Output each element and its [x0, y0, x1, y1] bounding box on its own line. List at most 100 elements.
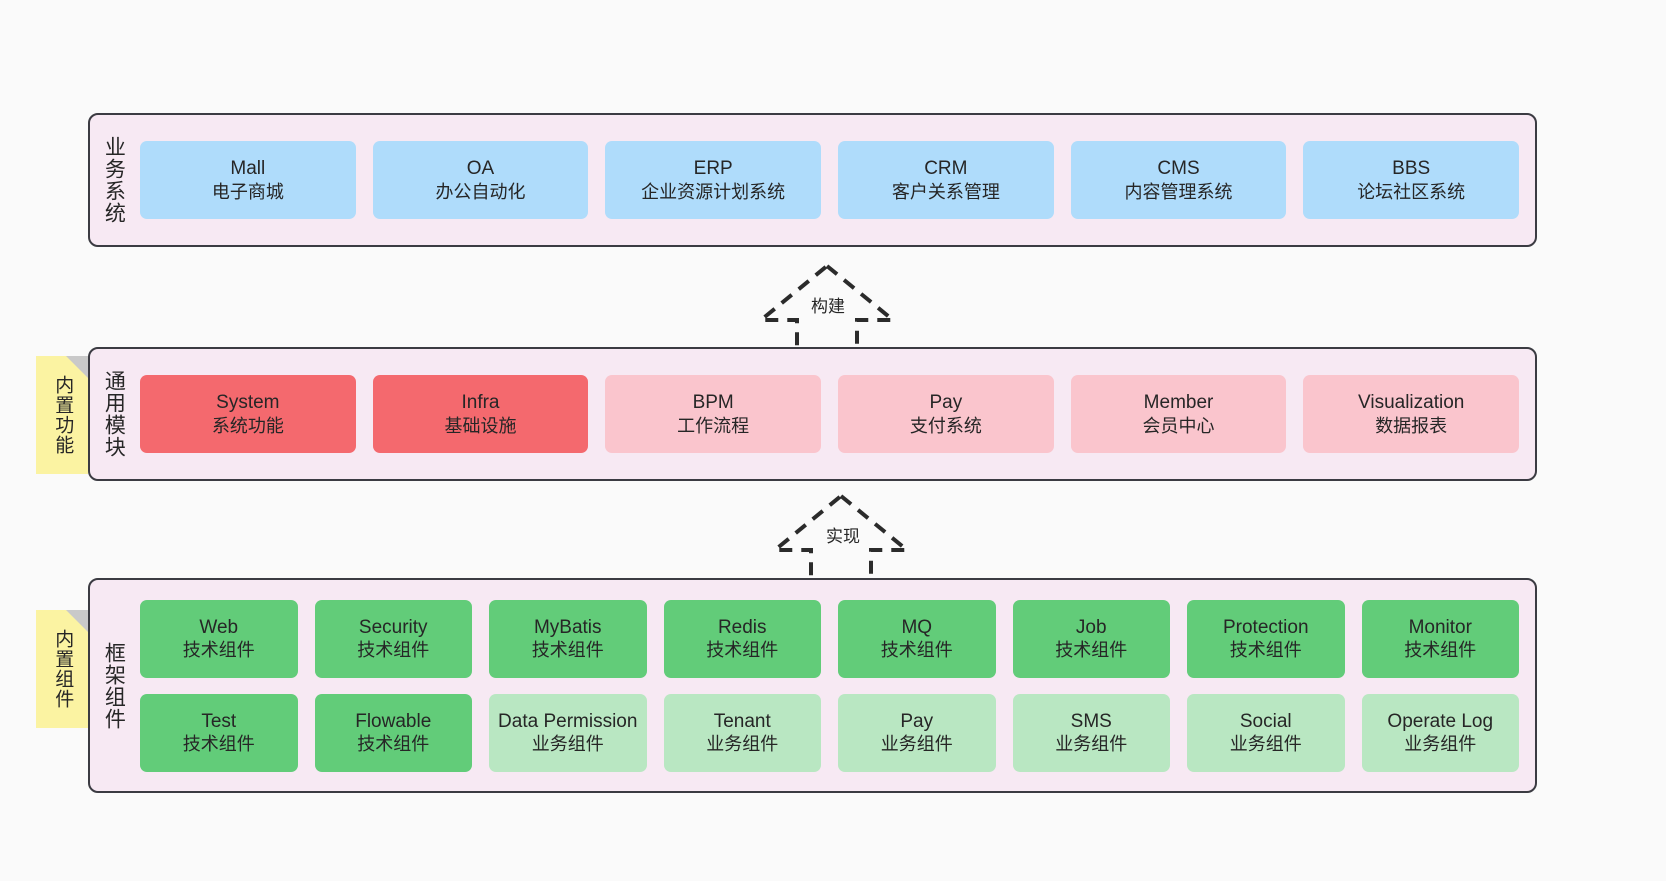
connector-build-label: 构建 [809, 292, 847, 317]
card-crm[interactable]: CRM 客户关系管理 [838, 141, 1054, 219]
card-title: Job [1075, 616, 1107, 638]
card-row: Test 技术组件 Flowable 技术组件 Data Permission … [140, 693, 1519, 772]
card-subtitle: 业务组件 [880, 734, 953, 755]
card-title: Protection [1222, 616, 1309, 638]
card-title: Web [199, 616, 239, 638]
card-bpm[interactable]: BPM 工作流程 [605, 375, 822, 453]
card-subtitle: 技术组件 [880, 640, 953, 661]
card-subtitle: 论坛社区系统 [1357, 181, 1466, 202]
card-title: CRM [924, 158, 968, 180]
card-web[interactable]: Web 技术组件 [140, 599, 298, 678]
card-subtitle: 业务组件 [1229, 734, 1302, 755]
card-subtitle: 会员中心 [1142, 415, 1215, 436]
card-title: Visualization [1358, 392, 1465, 414]
card-title: CMS [1157, 158, 1200, 180]
card-subtitle: 技术组件 [357, 640, 430, 661]
card-pay-biz[interactable]: Pay 业务组件 [838, 693, 996, 772]
card-title: BBS [1392, 158, 1431, 180]
card-title: Flowable [355, 710, 432, 732]
card-subtitle: 业务组件 [531, 734, 604, 755]
card-title: BPM [692, 392, 734, 414]
card-title: Monitor [1408, 616, 1472, 638]
card-pay[interactable]: Pay 支付系统 [838, 375, 1054, 453]
card-mybatis[interactable]: MyBatis 技术组件 [489, 599, 647, 678]
card-subtitle: 办公自动化 [435, 181, 526, 202]
card-protection[interactable]: Protection 技术组件 [1187, 599, 1345, 678]
card-subtitle: 电子商城 [211, 181, 284, 202]
card-mq[interactable]: MQ 技术组件 [838, 599, 996, 678]
card-subtitle: 技术组件 [182, 640, 255, 661]
card-title: SMS [1070, 710, 1112, 732]
layer-framework-components: 框架组件 Web 技术组件 Security 技术组件 MyBatis 技术组件… [88, 578, 1537, 793]
card-subtitle: 技术组件 [1055, 640, 1128, 661]
card-cms[interactable]: CMS 内容管理系统 [1070, 141, 1287, 219]
card-bbs[interactable]: BBS 论坛社区系统 [1303, 141, 1520, 219]
card-row: Web 技术组件 Security 技术组件 MyBatis 技术组件 Redi… [140, 599, 1519, 678]
card-flowable[interactable]: Flowable 技术组件 [314, 693, 472, 772]
card-row: System 系统功能 Infra 基础设施 BPM 工作流程 Pay 支付系统… [140, 375, 1520, 453]
card-data-permission[interactable]: Data Permission 业务组件 [489, 693, 647, 772]
card-visualization[interactable]: Visualization 数据报表 [1303, 375, 1520, 453]
card-subtitle: 系统功能 [211, 415, 284, 436]
card-title: OA [466, 158, 495, 180]
sticky-note-builtin-features: 内置功能 [36, 356, 88, 474]
layer-business-systems: 业务系统 Mall 电子商城 OA 办公自动化 ERP 企业资源计划系统 CRM… [88, 113, 1537, 247]
layer-body-frame: Web 技术组件 Security 技术组件 MyBatis 技术组件 Redi… [136, 580, 1535, 791]
card-subtitle: 业务组件 [1055, 734, 1128, 755]
sticky-note-label: 内置组件 [52, 629, 74, 709]
layer-body-common: System 系统功能 Infra 基础设施 BPM 工作流程 Pay 支付系统… [136, 349, 1535, 479]
card-title: Pay [929, 392, 963, 414]
card-subtitle: 技术组件 [1229, 640, 1302, 661]
card-erp[interactable]: ERP 企业资源计划系统 [605, 141, 822, 219]
connector-realize-label: 实现 [824, 522, 862, 547]
card-title: Operate Log [1387, 710, 1494, 732]
layer-title-frame: 框架组件 [102, 641, 126, 730]
card-infra[interactable]: Infra 基础设施 [372, 375, 589, 453]
card-social[interactable]: Social 业务组件 [1187, 693, 1345, 772]
card-row: Mall 电子商城 OA 办公自动化 ERP 企业资源计划系统 CRM 客户关系… [140, 141, 1520, 219]
card-sms[interactable]: SMS 业务组件 [1012, 693, 1170, 772]
card-title: Data Permission [498, 710, 638, 732]
card-operate-log[interactable]: Operate Log 业务组件 [1361, 693, 1519, 772]
card-subtitle: 基础设施 [444, 415, 517, 436]
card-subtitle: 内容管理系统 [1124, 181, 1233, 202]
card-subtitle: 工作流程 [677, 415, 750, 436]
card-title: System [216, 392, 280, 414]
card-subtitle: 业务组件 [1404, 734, 1477, 755]
card-test[interactable]: Test 技术组件 [140, 693, 298, 772]
card-subtitle: 技术组件 [706, 640, 779, 661]
card-subtitle: 技术组件 [1404, 640, 1477, 661]
card-system[interactable]: System 系统功能 [140, 375, 356, 453]
card-title: MQ [901, 616, 933, 638]
card-subtitle: 业务组件 [706, 734, 779, 755]
sticky-note-label: 内置功能 [52, 375, 74, 455]
card-title: ERP [693, 158, 733, 180]
card-oa[interactable]: OA 办公自动化 [372, 141, 589, 219]
card-subtitle: 技术组件 [182, 734, 255, 755]
card-title: Mall [230, 158, 266, 180]
card-member[interactable]: Member 会员中心 [1070, 375, 1287, 453]
card-monitor[interactable]: Monitor 技术组件 [1361, 599, 1519, 678]
card-title: Member [1143, 392, 1214, 414]
card-subtitle: 支付系统 [909, 415, 982, 436]
card-title: Test [201, 710, 237, 732]
layer-title-business: 业务系统 [102, 136, 126, 224]
card-job[interactable]: Job 技术组件 [1012, 599, 1170, 678]
card-title: Redis [717, 616, 767, 638]
card-subtitle: 技术组件 [357, 734, 430, 755]
layer-body-business: Mall 电子商城 OA 办公自动化 ERP 企业资源计划系统 CRM 客户关系… [136, 115, 1535, 245]
layer-common-modules: 通用模块 System 系统功能 Infra 基础设施 BPM 工作流程 Pay… [88, 347, 1537, 481]
card-mall[interactable]: Mall 电子商城 [140, 141, 356, 219]
card-title: Infra [461, 392, 500, 414]
card-subtitle: 企业资源计划系统 [641, 181, 786, 202]
card-subtitle: 客户关系管理 [891, 181, 1000, 202]
card-subtitle: 数据报表 [1375, 415, 1448, 436]
card-security[interactable]: Security 技术组件 [314, 599, 472, 678]
card-title: Security [358, 616, 428, 638]
card-redis[interactable]: Redis 技术组件 [663, 599, 821, 678]
card-title: Tenant [713, 710, 771, 732]
card-title: Pay [900, 710, 934, 732]
card-tenant[interactable]: Tenant 业务组件 [663, 693, 821, 772]
card-title: Social [1239, 710, 1292, 732]
